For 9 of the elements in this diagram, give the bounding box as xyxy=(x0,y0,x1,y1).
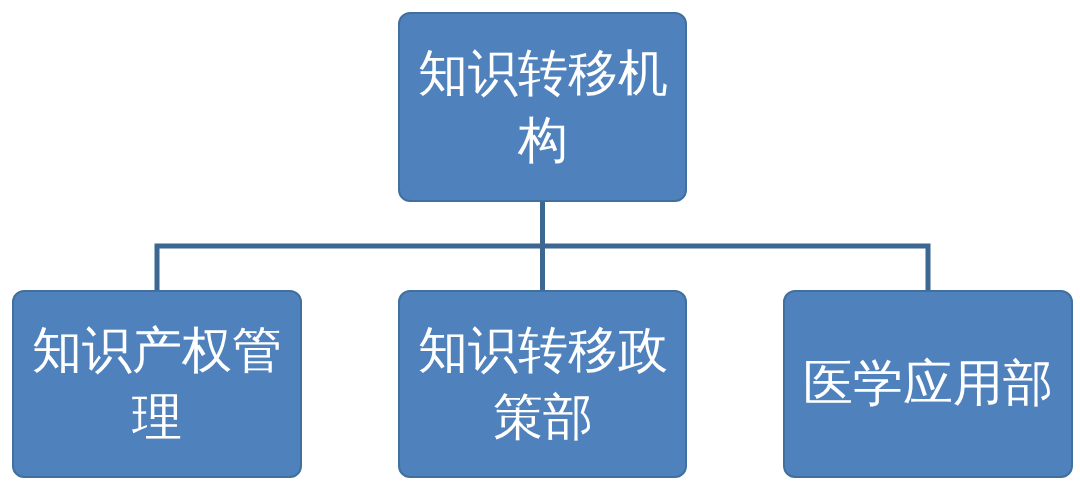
org-box xyxy=(398,290,687,478)
box-label: 医学应用部 xyxy=(803,353,1053,415)
org-box xyxy=(12,290,302,478)
box-label: 知识转移机构 xyxy=(416,42,669,171)
org-box xyxy=(398,12,687,202)
connector-line xyxy=(540,202,931,290)
box-label: 知识产权管理 xyxy=(31,319,283,448)
org-box xyxy=(783,290,1073,478)
box-label: 知识转移政策部 xyxy=(416,319,669,448)
